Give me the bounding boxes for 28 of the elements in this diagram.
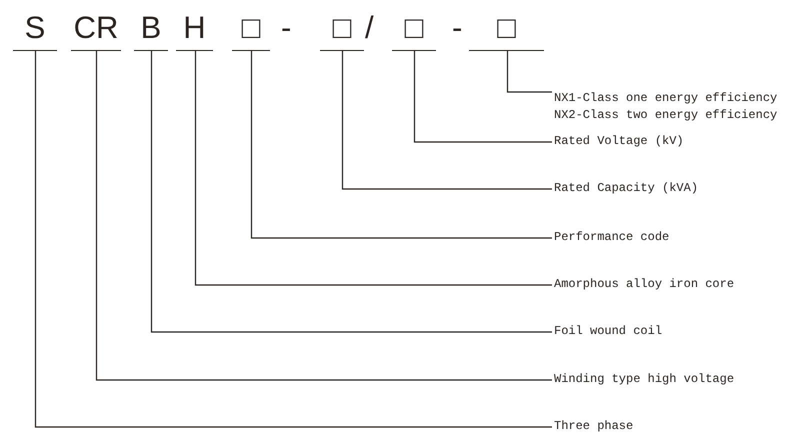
- code-segment: □: [469, 8, 544, 51]
- leader-line: [250, 51, 552, 239]
- leader-line: [414, 51, 552, 143]
- leader-line: [194, 51, 552, 286]
- code-segment: □: [320, 8, 364, 51]
- separator-symbol: -: [281, 9, 292, 47]
- description-text: Foil wound coil: [554, 323, 662, 340]
- code-segment: H: [176, 8, 213, 51]
- separator-symbol: /: [365, 9, 374, 47]
- leader-line: [506, 51, 552, 93]
- code-segment: CR: [71, 8, 121, 51]
- code-segment: □: [232, 8, 270, 51]
- description-text: Amorphous alloy iron core: [554, 276, 734, 293]
- leader-line: [150, 51, 552, 333]
- description-text: Performance code: [554, 229, 670, 246]
- code-segment: B: [134, 8, 168, 51]
- description-text: Rated Capacity (kVA): [554, 180, 698, 197]
- leader-line: [96, 51, 552, 381]
- leader-line: [34, 51, 552, 428]
- code-segment: □: [392, 8, 436, 51]
- description-text: NX1-Class one energy efficiency: [554, 90, 778, 107]
- code-segment: S: [13, 8, 57, 51]
- description-text: Winding type high voltage: [554, 371, 734, 388]
- separator-symbol: -: [452, 9, 462, 47]
- leader-line: [342, 51, 552, 190]
- description-text: Rated Voltage (kV): [554, 133, 684, 150]
- description-text: Three phase: [554, 418, 634, 435]
- description-text: NX2-Class two energy efficiency: [554, 107, 778, 124]
